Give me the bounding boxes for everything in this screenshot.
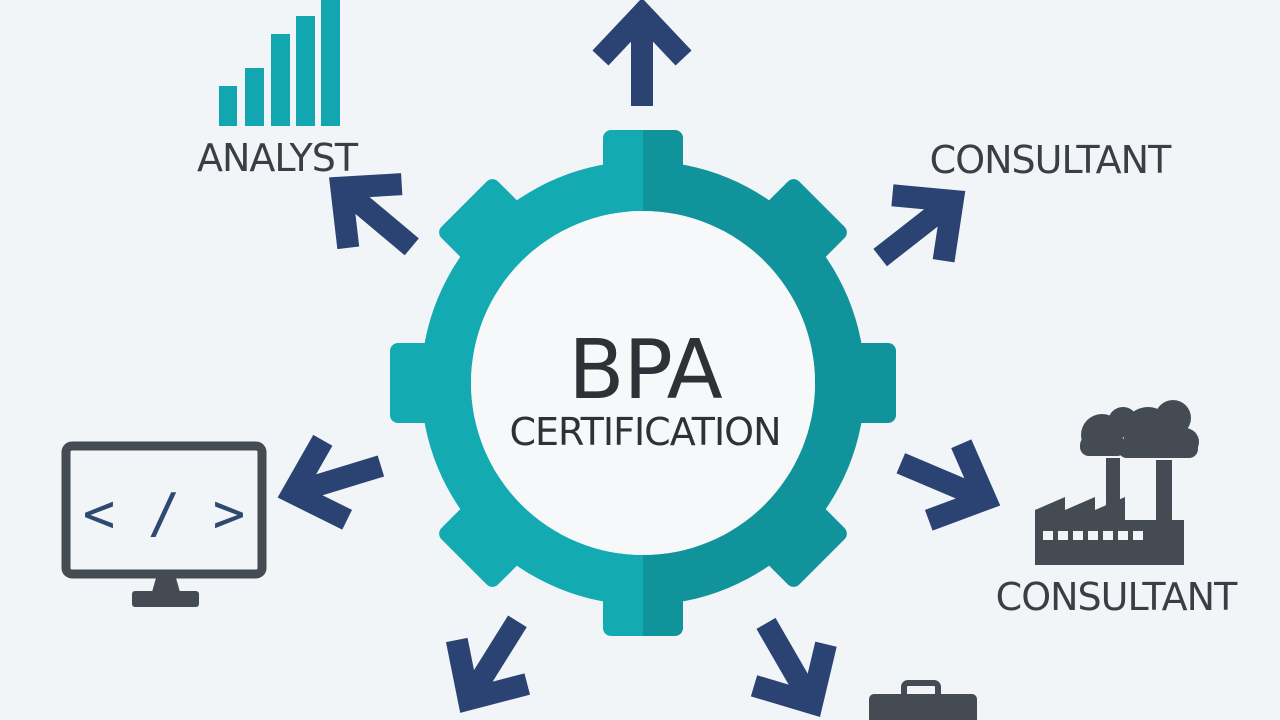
gear-center <box>471 211 815 555</box>
arrow-up <box>608 14 676 106</box>
code-monitor-icon: < / > <box>61 441 267 607</box>
center-title: BPA <box>568 323 722 418</box>
arrow-left <box>283 433 391 525</box>
arrow-up-right <box>859 174 973 284</box>
cloud-icon <box>1080 400 1199 458</box>
bar-chart-icon <box>219 0 340 126</box>
center-subtitle: CERTIFICATION <box>510 410 781 454</box>
arrow-down-left <box>440 603 546 717</box>
label-consultant-factory: CONSULTANT <box>996 575 1238 619</box>
arrow-down-right <box>737 606 842 720</box>
label-analyst: ANALYST <box>197 136 359 180</box>
factory-icon <box>1035 400 1199 565</box>
arrow-right <box>888 432 999 531</box>
code-symbol: < / > <box>83 482 246 545</box>
label-consultant-top: CONSULTANT <box>930 138 1172 182</box>
briefcase-icon <box>869 680 977 720</box>
